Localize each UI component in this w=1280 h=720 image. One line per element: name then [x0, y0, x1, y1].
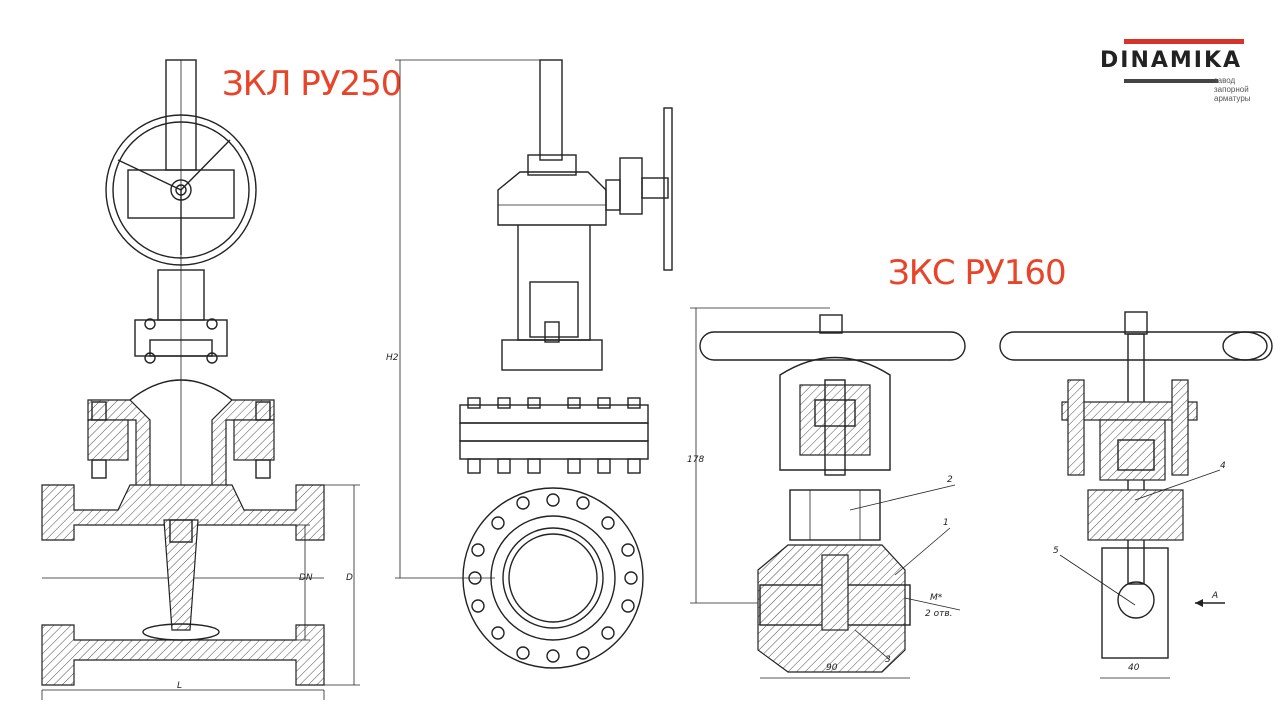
- zks-section-view: 178 90 2 1 3 M* 2 отв.: [687, 307, 966, 679]
- dim-40: 40: [1128, 663, 1140, 673]
- title-zks-ru160: ЗКС РУ160: [888, 253, 1067, 293]
- dim-m: M*: [930, 593, 943, 603]
- callout-1: 1: [943, 518, 949, 528]
- logo-subtitle: завод запорной арматуры: [1214, 76, 1251, 103]
- dim-l: L: [177, 681, 182, 691]
- dim-holes: 2 отв.: [925, 609, 953, 619]
- logo-red-bar: [1124, 39, 1244, 44]
- title-zkl-ru250: ЗКЛ РУ250: [222, 64, 402, 104]
- zkl-side-view: H2: [386, 59, 673, 669]
- logo-brand: DINAMIKA: [1100, 48, 1243, 73]
- zkl-section-view: DN D L: [41, 59, 360, 700]
- callout-2: 2: [947, 475, 953, 485]
- flange-bolts: [467, 397, 641, 474]
- dim-d: D: [346, 573, 353, 583]
- callout-3: 3: [885, 655, 891, 665]
- callout-5: 5: [1053, 546, 1059, 556]
- view-label-a: A: [1211, 591, 1218, 601]
- dim-178: 178: [687, 455, 704, 465]
- callout-4: 4: [1220, 461, 1226, 471]
- dim-h2: H2: [386, 353, 399, 363]
- logo-dark-bar: [1124, 79, 1218, 83]
- dim-dn: DN: [299, 573, 313, 583]
- zks-side-view: 40 4 5 A: [999, 311, 1273, 679]
- dinamika-logo: DINAMIKA завод запорной арматуры: [1098, 38, 1268, 118]
- dim-90: 90: [826, 663, 838, 673]
